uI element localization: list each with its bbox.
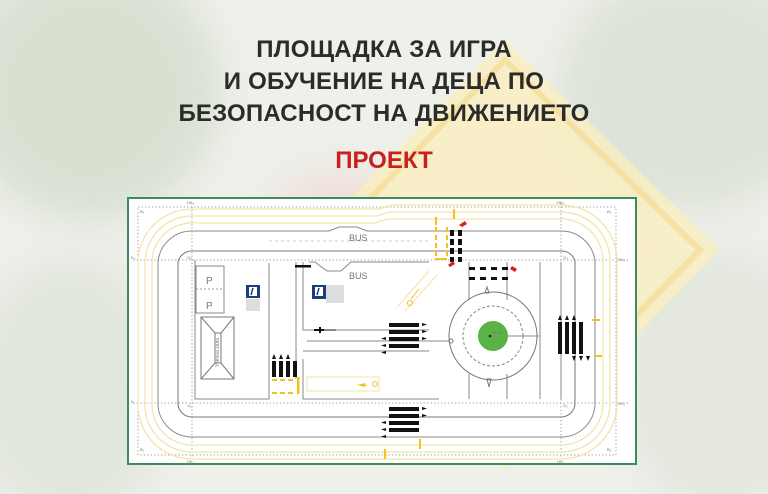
- page-title: ПЛОЩАДКА ЗА ИГРА И ОБУЧЕНИЕ НА ДЕЦА ПО Б…: [0, 34, 768, 130]
- svg-text:KK₂: KK₂: [618, 401, 625, 406]
- svg-text:O₄: O₄: [187, 255, 192, 260]
- svg-text:O₁₀: O₁₀: [493, 339, 499, 344]
- bus-label-inner: BUS: [349, 271, 368, 281]
- title-line-2: И ОБУЧЕНИЕ НА ДЕЦА ПО: [223, 68, 545, 95]
- roundabout-center-island: [478, 321, 508, 351]
- svg-text:O₃: O₃: [563, 255, 568, 260]
- playground-plan-diagram: 45,84 O₁₀ BUS BUS P P Учебна зала: [127, 197, 637, 465]
- svg-text:HK₃: HK₃: [557, 200, 565, 205]
- title-line-3: БЕЗОПАСНОСТ НА ДВИЖЕНИЕТО: [178, 100, 590, 127]
- title-line-1: ПЛОЩАДКА ЗА ИГРА: [256, 36, 512, 63]
- svg-text:B₃: B₃: [607, 209, 612, 214]
- parking-label-2: P: [206, 301, 213, 312]
- building-label: Учебна зала: [215, 338, 221, 367]
- svg-text:K₄: K₄: [131, 255, 136, 260]
- parking-label-1: P: [206, 276, 213, 287]
- bus-label-top: BUS: [349, 233, 368, 243]
- pedestrian-sign-right: [312, 285, 344, 303]
- svg-text:B₂: B₂: [607, 447, 612, 452]
- svg-text:B₄: B₄: [140, 209, 145, 214]
- svg-text:HK₁: HK₁: [187, 459, 195, 463]
- bicycle-symbol: [314, 327, 336, 333]
- yellow-markings: [272, 209, 602, 459]
- svg-text:HK₄: HK₄: [187, 200, 195, 205]
- plan-drawing: 45,84 O₁₀ BUS BUS P P Учебна зала: [131, 200, 629, 463]
- svg-text:45,84: 45,84: [492, 330, 503, 335]
- red-traffic-signs: [448, 221, 517, 272]
- crosswalks: [272, 230, 583, 432]
- project-subtitle: ПРОЕКТ: [335, 147, 433, 174]
- svg-text:O₁: O₁: [187, 403, 192, 408]
- svg-text:B₁: B₁: [140, 447, 145, 452]
- direction-arrows: [272, 315, 590, 438]
- pedestrian-sign-left: [246, 285, 260, 311]
- svg-text:K₁: K₁: [131, 399, 136, 404]
- svg-text:KK₃: KK₃: [618, 257, 625, 262]
- svg-text:O₂: O₂: [563, 403, 568, 408]
- svg-text:HK₂: HK₂: [557, 459, 565, 463]
